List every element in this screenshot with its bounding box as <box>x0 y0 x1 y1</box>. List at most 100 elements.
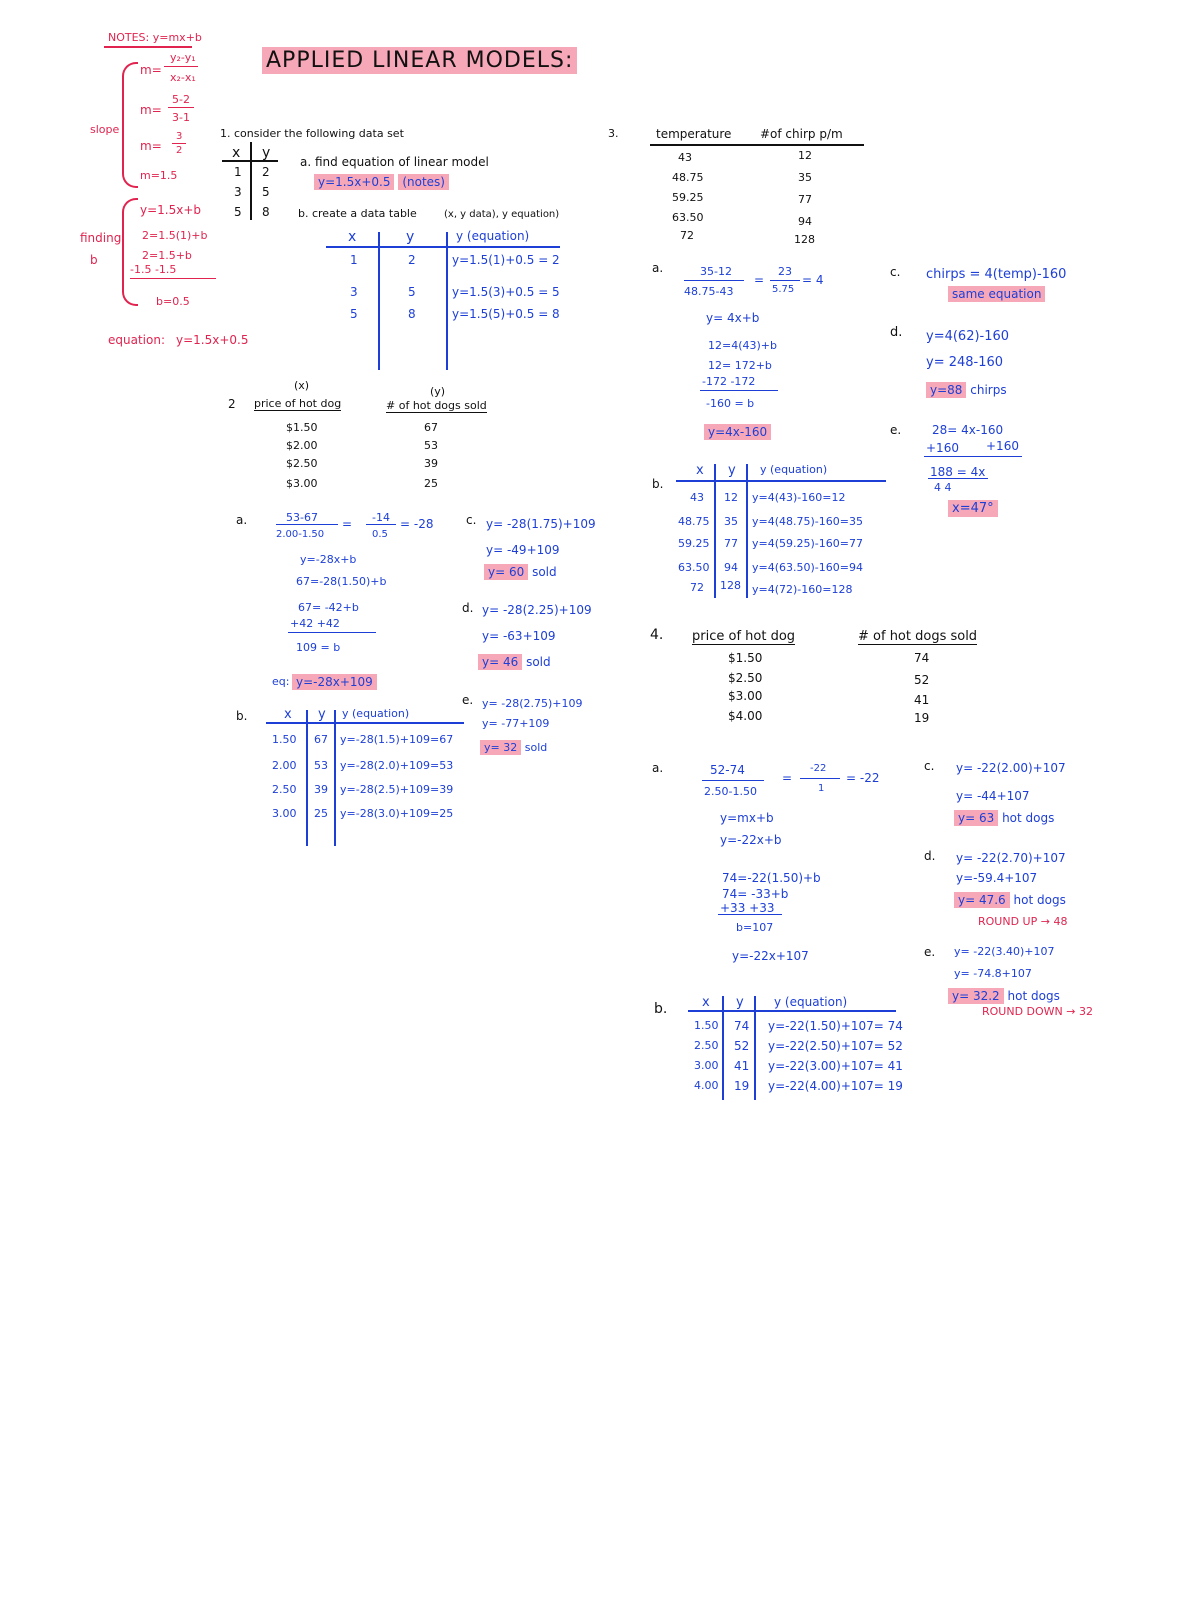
p2-a-num: 53-67 <box>286 511 318 524</box>
p1-tb-x: x <box>348 229 357 245</box>
p1-x-2: 5 <box>234 205 242 219</box>
p3-a-final: y=4x-160 <box>704 424 772 440</box>
p3-temp-4: 72 <box>680 229 694 242</box>
p2-e2: y= -77+109 <box>482 717 550 730</box>
p2-d1: y= -28(2.25)+109 <box>482 603 592 617</box>
p1-a-note: (notes) <box>398 174 449 190</box>
p2-d3: y= 46 sold <box>478 654 551 670</box>
p4-price-1: $2.50 <box>728 671 763 685</box>
p3-temp-0: 43 <box>678 151 692 164</box>
p2-d3-text: y= 46 <box>478 654 523 670</box>
p1-x-1: 3 <box>234 185 242 199</box>
p3-e3: 188 = 4x <box>930 465 986 479</box>
p4-d4: ROUND UP → 48 <box>978 915 1068 928</box>
finding-label: finding <box>80 231 122 245</box>
p3-bt-eq-3: y=4(63.50)-160=94 <box>752 561 863 574</box>
p3-a-l1: y= 4x+b <box>706 311 760 325</box>
p1-tb-eq-1: y=1.5(3)+0.5 = 5 <box>452 285 560 299</box>
p4-col2: # of hot dogs sold <box>858 629 978 645</box>
p3-bt-y-2: 77 <box>724 537 738 550</box>
table-rule <box>650 144 864 146</box>
p3-a-den2: 5.75 <box>772 284 795 295</box>
p2-bt-x-2: 2.50 <box>272 783 297 796</box>
slope-formula-den: x₂-x₁ <box>170 71 196 84</box>
p2-bt-eq-2: y=-28(2.5)+109=39 <box>340 783 454 796</box>
p1-prompt: 1. consider the following data set <box>220 127 404 140</box>
p4-bt-y-3: 19 <box>734 1079 750 1093</box>
p1-y-2: 8 <box>262 205 270 219</box>
notes-underline <box>104 46 192 48</box>
p2-c3-unit: sold <box>532 565 557 579</box>
p3-bt-eq-0: y=4(43)-160=12 <box>752 491 846 504</box>
p4-bt-eq: y (equation) <box>774 995 848 1009</box>
p1-th-y: y <box>262 145 271 161</box>
p1-a-answer: y=1.5x+0.5 (notes) <box>314 174 449 190</box>
fraction-bar <box>168 107 194 109</box>
p2-d-label: d. <box>462 601 474 615</box>
p2-eq-label: eq: <box>272 675 290 688</box>
p3-d3-text: y=88 <box>926 382 967 398</box>
find-step-5: b=0.5 <box>156 295 190 308</box>
p4-price-2: $3.00 <box>728 689 763 703</box>
p4-d3: y= 47.6 hot dogs <box>954 892 1066 908</box>
table-rule <box>306 710 308 846</box>
p2-c3-text: y= 60 <box>484 564 529 580</box>
p2-num: 2 <box>228 397 236 411</box>
p2-y-tag: (y) <box>430 385 446 398</box>
p2-col1: price of hot dog <box>254 397 342 411</box>
work-line <box>130 278 216 280</box>
p2-sold-2: 39 <box>424 457 438 470</box>
p2-sold-3: 25 <box>424 477 438 490</box>
p1-tb-eq: y (equation) <box>456 229 530 243</box>
p3-d2: y= 248-160 <box>926 355 1004 370</box>
p2-e3-unit: sold <box>524 741 548 754</box>
p1-y-1: 5 <box>262 185 270 199</box>
p1-a-answer-text: y=1.5x+0.5 <box>314 174 395 190</box>
p3-bt-y-3: 94 <box>724 561 738 574</box>
p2-e3: y= 32 sold <box>480 740 548 755</box>
p4-e3: y= 32.2 hot dogs <box>948 988 1060 1004</box>
p1-y-0: 2 <box>262 165 270 179</box>
p2-a-l4: +42 +42 <box>290 617 340 630</box>
p1-tb-y-1: 5 <box>408 285 416 299</box>
table-rule <box>326 246 560 248</box>
p4-a-final: y=-22x+107 <box>732 949 809 963</box>
p4-a-label: a. <box>652 761 664 775</box>
p3-c1: chirps = 4(temp)-160 <box>926 267 1067 282</box>
work-line <box>718 914 782 916</box>
p3-e4: 4 4 <box>934 481 952 494</box>
p2-d2: y= -63+109 <box>482 629 556 643</box>
fraction-bar <box>366 524 396 526</box>
p3-bt-eq-4: y=4(72)-160=128 <box>752 583 853 596</box>
p4-price-3: $4.00 <box>728 709 763 723</box>
m2-den: 3-1 <box>172 111 190 124</box>
table-rule <box>250 142 252 220</box>
fraction-bar <box>800 778 840 780</box>
p3-a-num: 35-12 <box>700 265 732 278</box>
fraction-bar <box>702 780 764 782</box>
p2-col2: # of hot dogs sold <box>386 399 487 413</box>
p1-b-note: (x, y data), y equation) <box>444 209 560 220</box>
p3-bt-x-3: 63.50 <box>678 561 710 574</box>
p3-e1: 28= 4x-160 <box>932 423 1004 437</box>
slope-formula-m: m= <box>140 63 162 77</box>
p4-bt-y: y <box>736 995 744 1010</box>
table-rule <box>746 464 748 598</box>
p4-bt-x: x <box>702 995 710 1010</box>
p2-bt-y-1: 53 <box>314 759 328 772</box>
p2-b-label: b. <box>236 709 248 723</box>
table-rule <box>266 722 464 724</box>
m3-num: 3 <box>176 131 183 142</box>
p3-a-den: 48.75-43 <box>684 285 734 298</box>
p2-a-l1: y=-28x+b <box>300 553 357 566</box>
p1-b-text: b. create a data table <box>298 207 417 220</box>
p3-a-l2: 12=4(43)+b <box>708 339 777 352</box>
table-rule <box>754 996 756 1100</box>
p3-chirp-4: 128 <box>794 233 815 246</box>
p2-c2: y= -49+109 <box>486 543 560 557</box>
p1-a-text: a. find equation of linear model <box>300 155 489 169</box>
p4-e3-text: y= 32.2 <box>948 988 1004 1004</box>
work-line <box>700 390 778 392</box>
p2-a-eq1: = <box>342 517 353 531</box>
p4-a-l6: b=107 <box>736 921 774 934</box>
